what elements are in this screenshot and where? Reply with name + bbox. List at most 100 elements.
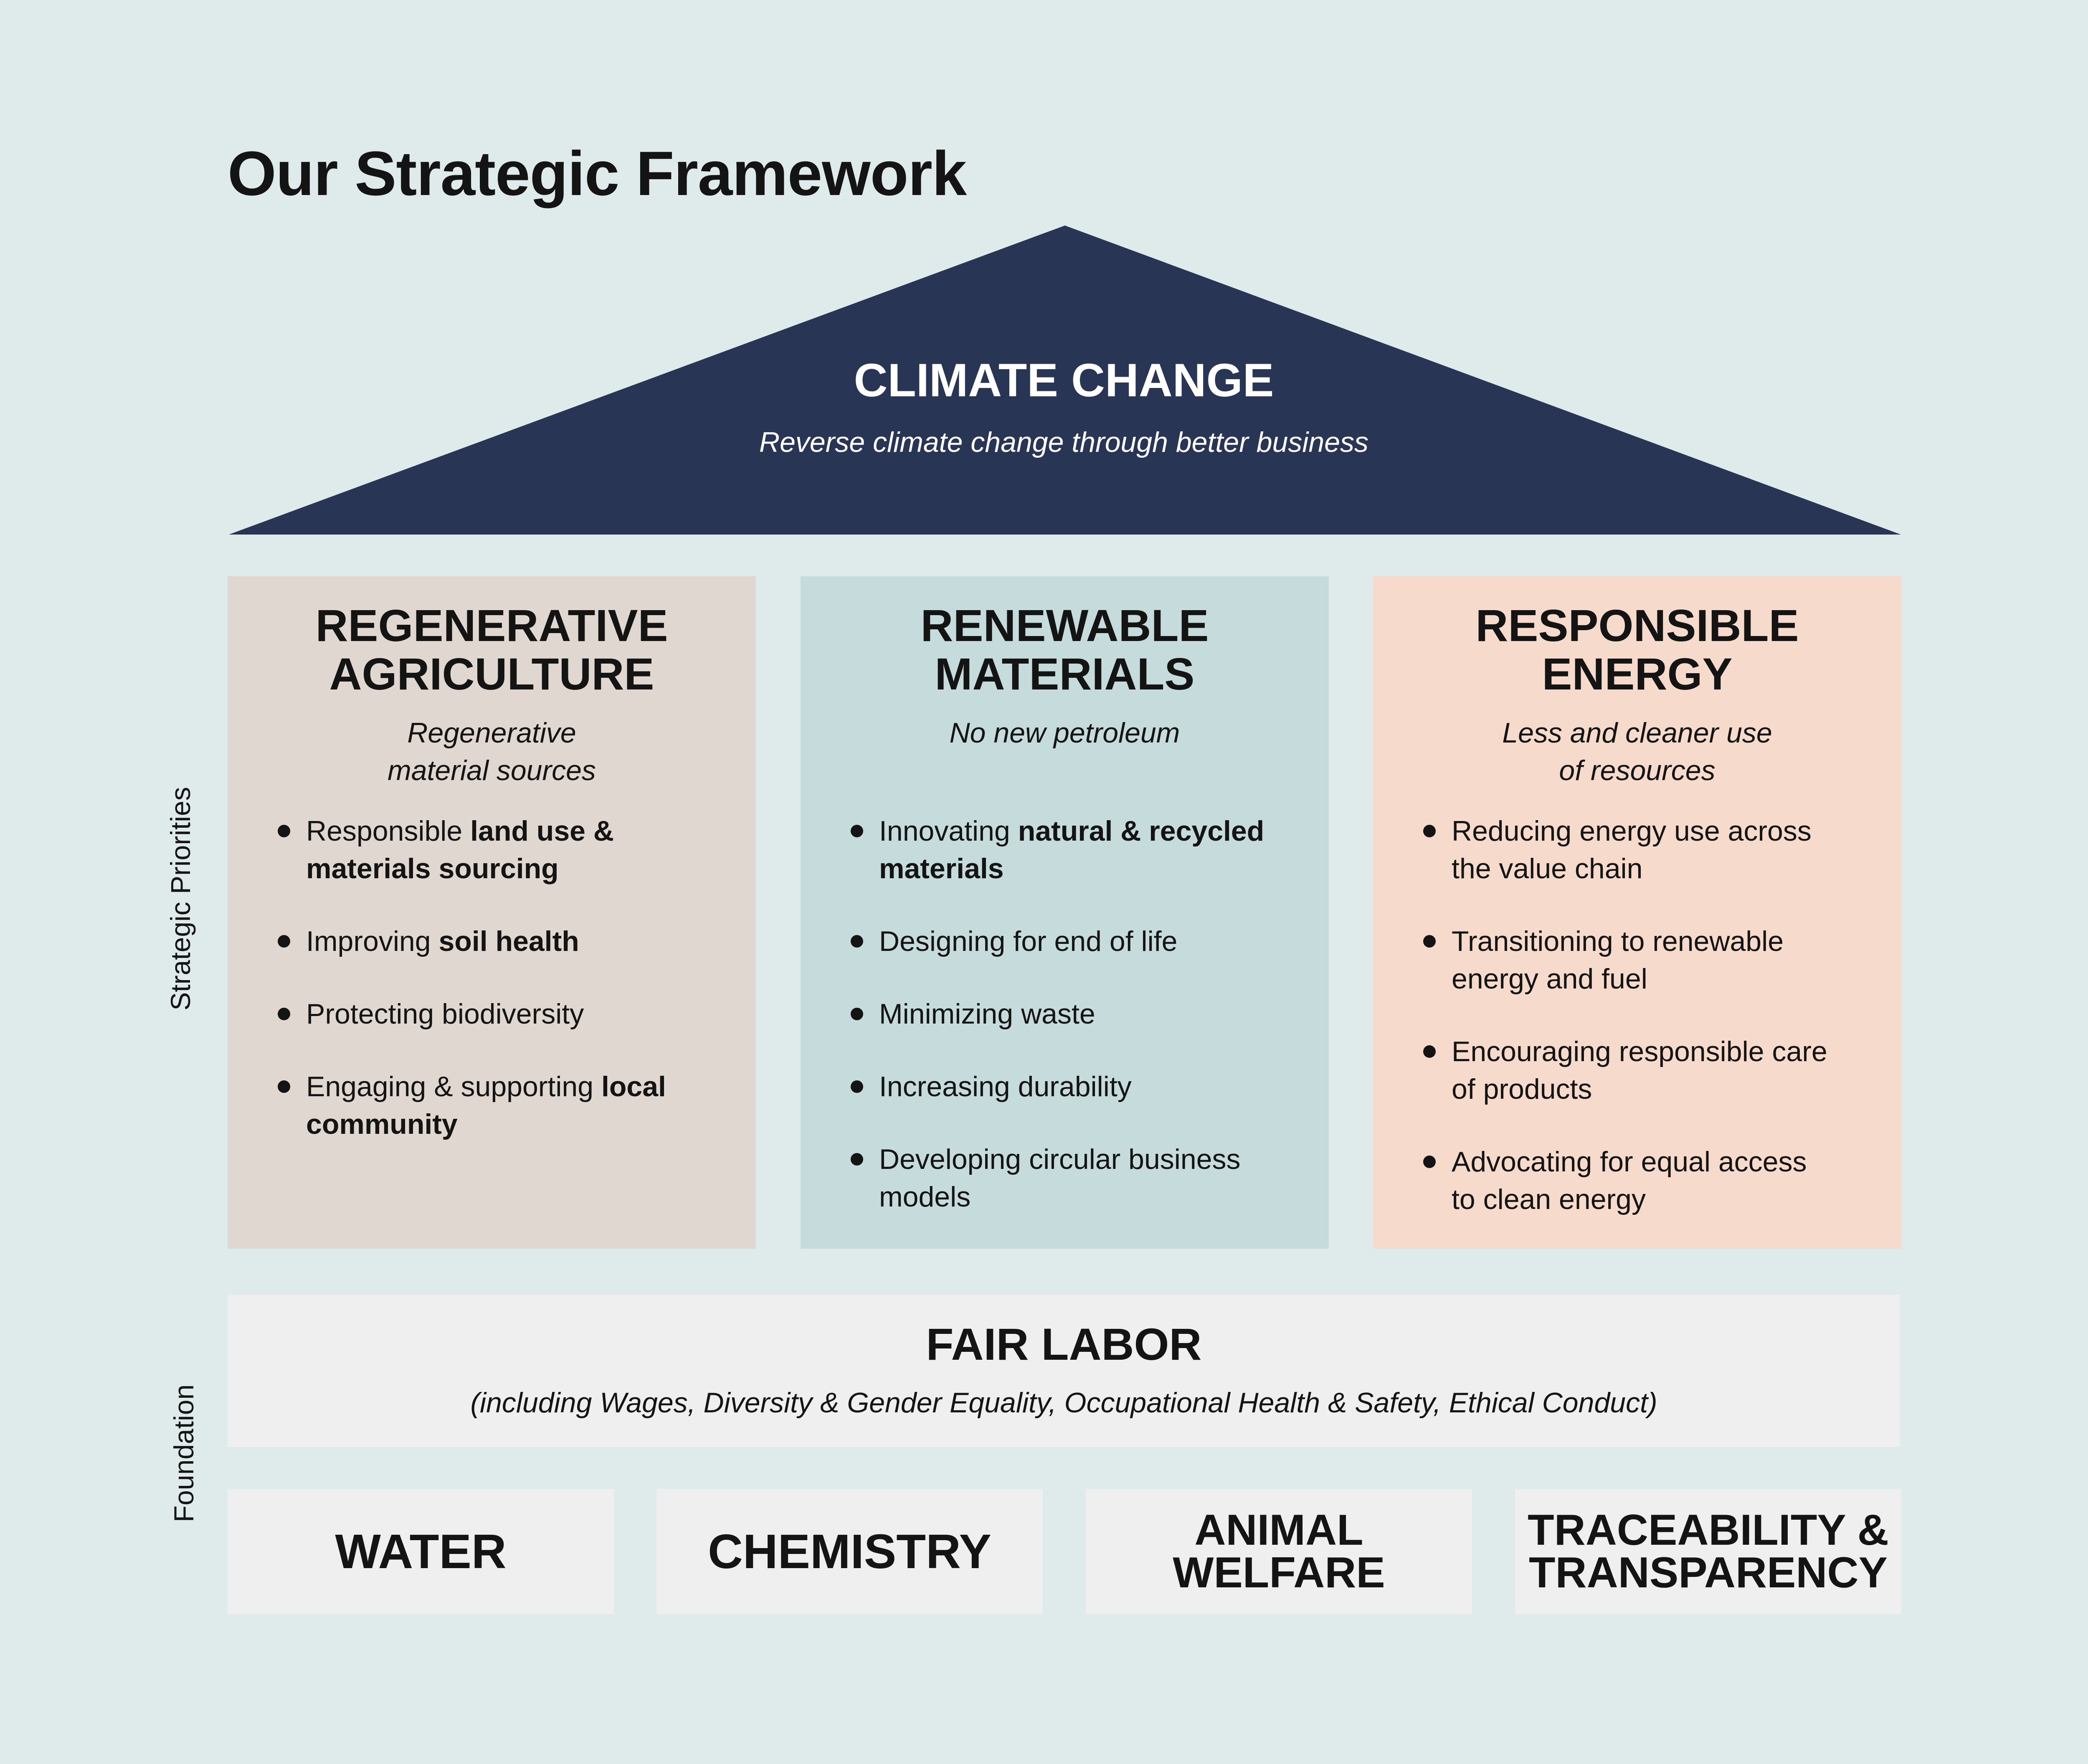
priority-text-regular: Transitioning to renewable [1452, 925, 1784, 957]
priority-item: Designing for end of life [851, 923, 1300, 960]
priority-text-bold: local [601, 1071, 666, 1102]
pillar-subtitle-line: No new petroleum [949, 717, 1180, 749]
priority-text-regular: Increasing durability [879, 1071, 1132, 1102]
priority-item-line: of products [1452, 1070, 1872, 1108]
priority-text-regular: Reducing energy use across [1452, 815, 1812, 847]
pillar-title-line: RENEWABLE [920, 600, 1209, 651]
priority-item-line: Encouraging responsible care [1452, 1033, 1872, 1070]
roof-triangle [229, 226, 1901, 535]
priority-text-bold: materials sourcing [306, 853, 559, 885]
priority-text-regular: Advocating for equal access [1452, 1146, 1807, 1178]
priority-item-line: community [306, 1105, 727, 1143]
foundation-traceability-transparency: TRACEABILITY &TRANSPARENCY [1515, 1489, 1901, 1614]
priority-item-line: Minimizing waste [879, 995, 1300, 1033]
priority-text-regular: to clean energy [1452, 1184, 1646, 1215]
foundation-label-line: CHEMISTRY [708, 1524, 991, 1579]
priority-item: Responsible land use &materials sourcing [278, 812, 727, 887]
bullet-icon [851, 935, 863, 948]
priority-text-regular: Protecting biodiversity [306, 998, 584, 1030]
priority-text-regular: Minimizing waste [879, 998, 1095, 1030]
priority-item-line: to clean energy [1452, 1181, 1872, 1218]
priority-text-regular: models [879, 1181, 971, 1213]
pillar-title-line: MATERIALS [935, 649, 1195, 699]
priority-item: Innovating natural & recycled materials [851, 812, 1300, 887]
pillar-title-line: ENERGY [1542, 649, 1733, 699]
priority-item-line: Responsible land use & [306, 812, 727, 850]
foundation-label-line: WELFARE [1173, 1549, 1385, 1597]
bullet-icon [278, 825, 290, 837]
bullet-icon [851, 1153, 863, 1166]
priority-item-line: materials sourcing [306, 850, 727, 887]
priority-item-line: Advocating for equal access [1452, 1143, 1872, 1181]
priority-item: Protecting biodiversity [278, 995, 727, 1033]
foundation-label-line: WATER [335, 1524, 507, 1579]
bullet-icon [851, 825, 863, 837]
bullet-icon [1423, 935, 1436, 948]
roof-subtitle: Reverse climate change through better bu… [759, 426, 1369, 458]
foundation-label-line: TRACEABILITY & [1528, 1506, 1889, 1554]
priority-text-regular: Responsible [306, 815, 471, 847]
pillar-subtitle: No new petroleum [801, 714, 1329, 752]
foundation-chemistry: CHEMISTRY [656, 1489, 1043, 1614]
priority-item-line: Reducing energy use across [1452, 812, 1872, 850]
priority-item-line: the value chain [1452, 850, 1872, 887]
pillar-title-line: RESPONSIBLE [1475, 600, 1799, 651]
priority-item: Improving soil health [278, 923, 727, 960]
priority-item-line: models [879, 1178, 1300, 1216]
priority-text-regular: Designing for end of life [879, 925, 1178, 957]
priority-item-line: Increasing durability [879, 1068, 1300, 1105]
priority-item-line: energy and fuel [1452, 960, 1872, 998]
priority-text-regular: Innovating [879, 815, 1018, 847]
priority-text-bold: natural & recycled [1018, 815, 1264, 847]
bullet-icon [278, 1080, 290, 1093]
priority-item-line: Designing for end of life [879, 923, 1300, 960]
priority-item-line: Engaging & supporting local [306, 1068, 727, 1105]
priority-item: Increasing durability [851, 1068, 1300, 1105]
fair-labor-title: FAIR LABOR [926, 1319, 1202, 1369]
priority-item-line: Transitioning to renewable [1452, 923, 1872, 960]
priority-list: Responsible land use &materials sourcing… [278, 812, 727, 1178]
priority-text-regular: Developing circular business [879, 1143, 1241, 1175]
bullet-icon [278, 1008, 290, 1020]
pillar-subtitle-line: Regenerative [407, 717, 576, 749]
bullet-icon [1423, 1156, 1436, 1168]
pillar-title-line: REGENERATIVE [315, 600, 668, 651]
priority-item: Advocating for equal access to clean ener… [1423, 1143, 1872, 1218]
pillar-title-line: AGRICULTURE [329, 649, 654, 699]
priority-text-bold: community [306, 1108, 458, 1140]
priority-item: Minimizing waste [851, 995, 1300, 1033]
pillar-subtitle-line: material sources [388, 755, 596, 786]
foundation-label-line: TRANSPARENCY [1528, 1549, 1888, 1597]
priority-text-regular: of products [1452, 1073, 1592, 1105]
fair-labor-box: FAIR LABOR (including Wages, Diversity &… [228, 1295, 1900, 1447]
priority-item-line: materials [879, 850, 1300, 887]
priority-text-bold: materials [879, 853, 1004, 885]
roof-title: CLIMATE CHANGE [854, 354, 1274, 406]
priority-item-line: Improving soil health [306, 923, 727, 960]
priority-item: Developing circular business models [851, 1141, 1300, 1216]
priority-text-bold: soil health [438, 925, 579, 957]
strategic-priorities-label: Strategic Priorities [165, 787, 196, 1011]
priority-text-regular: Engaging & supporting [306, 1071, 601, 1102]
foundation-label-line: ANIMAL [1194, 1506, 1363, 1554]
bullet-icon [1423, 1045, 1436, 1058]
bullet-icon [1423, 825, 1436, 837]
bullet-icon [851, 1080, 863, 1093]
foundation-water: WATER [228, 1489, 614, 1614]
priority-text-bold: land use & [470, 815, 614, 847]
foundation-label: Foundation [168, 1384, 199, 1523]
pillar-subtitle-line: Less and cleaner use [1502, 717, 1772, 749]
pillar-subtitle-line: of resources [1559, 755, 1716, 786]
